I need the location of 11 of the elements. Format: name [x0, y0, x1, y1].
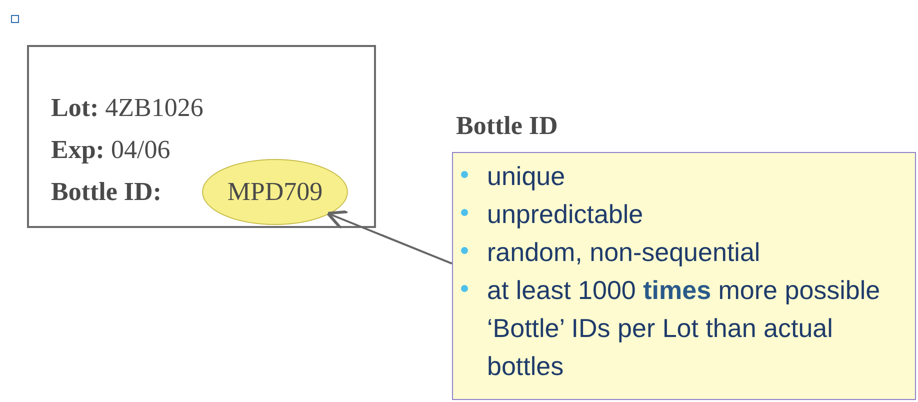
bullet-text: random, non-sequential [453, 233, 907, 271]
bullet-text: unpredictable [453, 195, 907, 233]
bullet-text: at least 1000 times more possible ‘Bottle’ IDs per Lot than actual bottles [453, 271, 907, 385]
arrow [326, 210, 452, 265]
heading: Bottle ID [456, 111, 558, 141]
label-box [27, 45, 376, 228]
label-text: Bottle ID: [51, 177, 162, 207]
label-text: Exp: 04/06 [51, 135, 170, 165]
highlighted-id: MPD709 [202, 159, 348, 225]
label-text: Lot: 4ZB1026 [51, 93, 204, 123]
bullet-text: unique [453, 157, 907, 195]
